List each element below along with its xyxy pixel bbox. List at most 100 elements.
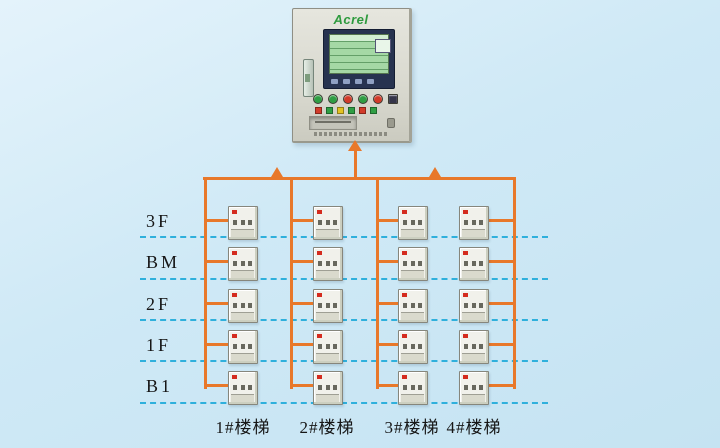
device-base bbox=[316, 353, 339, 361]
terminal-ticks bbox=[403, 220, 422, 225]
floor-label-1f: 1F bbox=[146, 335, 172, 355]
device-base bbox=[316, 229, 339, 237]
main-riser-line bbox=[354, 151, 357, 178]
terminal-ticks bbox=[318, 385, 337, 390]
device-led-indicator bbox=[463, 293, 468, 297]
screen-key-row bbox=[331, 79, 374, 84]
terminal-ticks bbox=[233, 385, 252, 390]
lcd-chart-window bbox=[375, 39, 391, 53]
device-module bbox=[313, 371, 343, 405]
device-base bbox=[401, 353, 424, 361]
device-base bbox=[401, 229, 424, 237]
bus-arrow-up-icon bbox=[348, 140, 362, 151]
button-row bbox=[313, 94, 398, 104]
device-module bbox=[228, 289, 258, 323]
bus-riser-line bbox=[376, 178, 379, 389]
device-module bbox=[398, 247, 428, 281]
device-led-indicator bbox=[232, 293, 237, 297]
brand-logo: Acrel bbox=[333, 12, 369, 27]
device-module bbox=[313, 206, 343, 240]
power-switch bbox=[388, 94, 398, 104]
device-module bbox=[459, 330, 489, 364]
device-led-indicator bbox=[232, 375, 237, 379]
cabinet-caption-text bbox=[314, 132, 388, 136]
device-connector-line bbox=[291, 260, 313, 263]
device-connector-line bbox=[205, 384, 228, 387]
device-module bbox=[313, 247, 343, 281]
device-module bbox=[313, 330, 343, 364]
device-connector-line bbox=[377, 260, 398, 263]
indicator-tube bbox=[303, 59, 314, 97]
device-base bbox=[462, 229, 485, 237]
floor-divider-line bbox=[140, 360, 548, 362]
terminal-ticks bbox=[403, 261, 422, 266]
stair-label-4: 4#楼梯 bbox=[446, 418, 502, 437]
bus-riser-line bbox=[513, 178, 516, 389]
floor-label-bm: BM bbox=[146, 252, 181, 272]
device-led-indicator bbox=[402, 293, 407, 297]
terminal-ticks bbox=[318, 303, 337, 308]
terminal-ticks bbox=[464, 303, 483, 308]
device-connector-line bbox=[377, 302, 398, 305]
device-module bbox=[459, 289, 489, 323]
floor-divider-line bbox=[140, 319, 548, 321]
device-base bbox=[462, 353, 485, 361]
device-led-indicator bbox=[317, 334, 322, 338]
terminal-ticks bbox=[233, 220, 252, 225]
device-module bbox=[398, 289, 428, 323]
device-led-indicator bbox=[463, 375, 468, 379]
device-connector-line bbox=[377, 343, 398, 346]
terminal-ticks bbox=[233, 303, 252, 308]
device-connector-line bbox=[205, 302, 228, 305]
device-led-indicator bbox=[317, 375, 322, 379]
device-connector-line bbox=[487, 260, 514, 263]
device-base bbox=[231, 353, 254, 361]
green-button bbox=[313, 94, 323, 104]
device-module bbox=[228, 371, 258, 405]
device-led-indicator bbox=[402, 375, 407, 379]
terminal-ticks bbox=[464, 220, 483, 225]
device-base bbox=[462, 312, 485, 320]
device-led-indicator bbox=[232, 334, 237, 338]
device-module bbox=[228, 206, 258, 240]
device-connector-line bbox=[205, 260, 228, 263]
indicator-led-row bbox=[315, 107, 377, 114]
device-led-indicator bbox=[317, 251, 322, 255]
device-led-indicator bbox=[402, 334, 407, 338]
device-connector-line bbox=[291, 384, 313, 387]
terminal-ticks bbox=[318, 261, 337, 266]
terminal-ticks bbox=[318, 344, 337, 349]
device-led-indicator bbox=[232, 210, 237, 214]
device-module bbox=[398, 330, 428, 364]
terminal-ticks bbox=[233, 344, 252, 349]
device-connector-line bbox=[487, 343, 514, 346]
floor-label-2f: 2F bbox=[146, 294, 172, 314]
device-module bbox=[228, 330, 258, 364]
terminal-ticks bbox=[464, 261, 483, 266]
green-button bbox=[328, 94, 338, 104]
floor-label-b1: B1 bbox=[146, 376, 174, 396]
terminal-ticks bbox=[464, 344, 483, 349]
floor-divider-line bbox=[140, 402, 548, 404]
device-base bbox=[401, 270, 424, 278]
device-connector-line bbox=[487, 219, 514, 222]
device-module bbox=[459, 206, 489, 240]
bus-arrow-up-icon bbox=[271, 167, 283, 177]
device-base bbox=[231, 229, 254, 237]
device-base bbox=[316, 312, 339, 320]
green-button bbox=[358, 94, 368, 104]
stair-label-1: 1#楼梯 bbox=[215, 418, 271, 437]
device-base bbox=[401, 394, 424, 402]
device-connector-line bbox=[377, 384, 398, 387]
device-module bbox=[459, 371, 489, 405]
device-connector-line bbox=[291, 302, 313, 305]
device-connector-line bbox=[377, 219, 398, 222]
device-led-indicator bbox=[463, 210, 468, 214]
printer-slot bbox=[309, 116, 357, 130]
device-led-indicator bbox=[317, 293, 322, 297]
bus-riser-line bbox=[290, 178, 293, 389]
control-cabinet: Acrel bbox=[292, 8, 412, 143]
terminal-ticks bbox=[233, 261, 252, 266]
device-base bbox=[316, 394, 339, 402]
